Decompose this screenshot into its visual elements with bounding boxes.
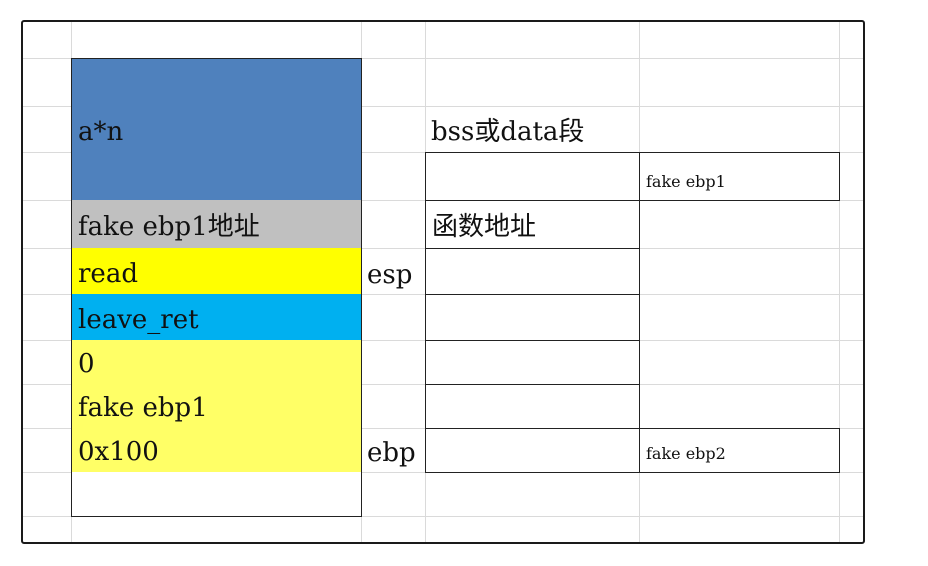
diagram-frame: a*n fake ebp1地址 read leave_ret 0 fake eb…: [21, 20, 865, 544]
stack-cell-zero: 0: [71, 340, 362, 385]
bss-cell: [425, 428, 640, 473]
stack-cell-bottom: [71, 472, 362, 517]
bss-fake-ebp2: fake ebp2: [639, 428, 840, 473]
stack-cell-0x100: 0x100: [71, 428, 362, 473]
grid-line: [23, 516, 863, 517]
ebp-label: ebp: [367, 438, 416, 468]
stack-cell-padding: [71, 152, 362, 201]
bss-cell: [425, 384, 640, 429]
stack-cell-leave-ret: leave_ret: [71, 294, 362, 341]
stack-cell-top: [71, 58, 362, 107]
stack-cell-fake-ebp1: fake ebp1: [71, 384, 362, 429]
bss-func-addr: 函数地址: [425, 200, 640, 249]
bss-cell: [425, 340, 640, 385]
bss-cell: [425, 294, 640, 341]
grid-line: [23, 106, 863, 107]
stack-cell-a-n: a*n: [71, 106, 362, 153]
bss-title: bss或data段: [431, 117, 585, 147]
stack-cell-fake-ebp1-addr: fake ebp1地址: [71, 200, 362, 249]
stack-cell-read: read: [71, 248, 362, 295]
grid-line: [839, 22, 840, 542]
bss-cell: [425, 152, 640, 201]
esp-label: esp: [367, 260, 413, 290]
grid-line: [23, 58, 863, 59]
bss-cell: [425, 248, 640, 295]
bss-fake-ebp1: fake ebp1: [639, 152, 840, 201]
